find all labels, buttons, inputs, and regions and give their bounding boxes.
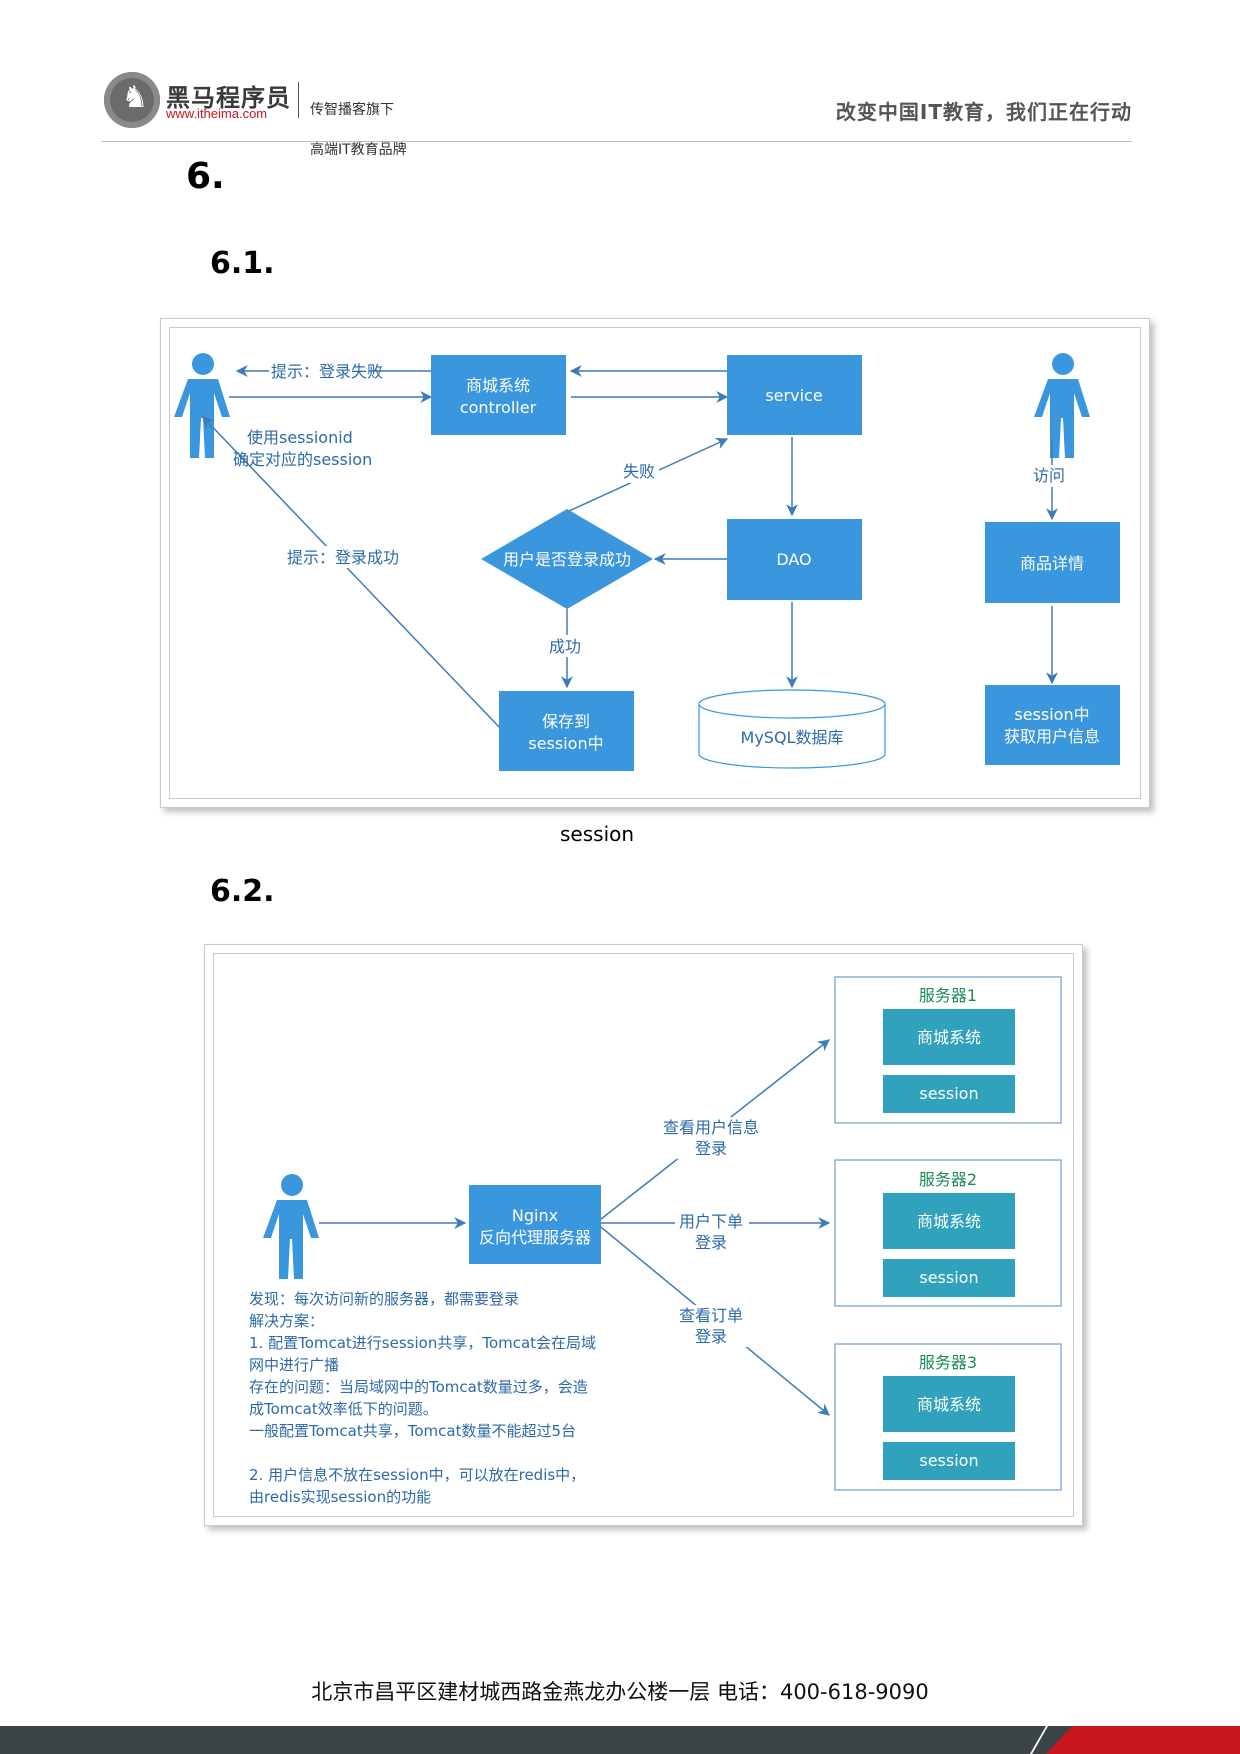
section-heading-6-1: 6.1. xyxy=(210,246,275,281)
edge-label-2-line2: 登录 xyxy=(695,1233,727,1252)
section-heading-6: 6. xyxy=(186,156,225,197)
save-label-1: 保存到 xyxy=(542,712,590,731)
brand-divider xyxy=(298,82,299,118)
dao-label: DAO xyxy=(776,550,811,569)
session-login-diagram: 提示：登录失败 使用sessionid 确定对应的session 提示：登录成功… xyxy=(160,318,1150,808)
header-motto: 改变中国IT教育，我们正在行动 xyxy=(835,100,1132,124)
db-label: MySQL数据库 xyxy=(741,728,844,747)
label-tip-fail: 提示：登录失败 xyxy=(271,362,383,381)
label-use-sessionid-2: 确定对应的session xyxy=(233,450,372,469)
server-3-app: 商城系统 xyxy=(917,1395,981,1414)
server-3-title: 服务器3 xyxy=(919,1353,977,1372)
brand-slogan: 传智播客旗下 高端IT教育品牌 xyxy=(310,80,407,180)
save-label-2: session中 xyxy=(528,734,603,753)
user-icon xyxy=(263,1174,319,1279)
server-1: 服务器1 商城系统 session xyxy=(834,976,1062,1124)
solution-notes: 发现：每次访问新的服务器，都需要登录 解决方案： 1. 配置Tomcat进行se… xyxy=(249,1290,596,1506)
edge-label-2-line1: 用户下单 xyxy=(679,1212,743,1231)
session-nginx-diagram: 查看用户信息 登录 用户下单 登录 查看订单 登录 Nginx 反向代理服务器 … xyxy=(204,944,1083,1526)
label-visit: 访问 xyxy=(1033,466,1065,485)
session-get-box: session中 获取用户信息 xyxy=(985,685,1120,765)
brand-slogan-line1: 传智播客旗下 xyxy=(310,102,394,118)
controller-box: 商城系统 controller xyxy=(431,355,566,435)
login-decision: 用户是否登录成功 xyxy=(481,509,653,609)
note-line: 网中进行广播 xyxy=(249,1356,339,1374)
save-session-box: 保存到 session中 xyxy=(499,691,634,771)
decision-label: 用户是否登录成功 xyxy=(503,550,631,569)
label-tip-success: 提示：登录成功 xyxy=(287,548,399,567)
figure-frame-2 xyxy=(213,953,1074,1517)
figure-caption: session xyxy=(560,822,635,846)
note-line: 2. 用户信息不放在session中，可以放在redis中， xyxy=(249,1466,585,1484)
horse-logo-icon: ♞ xyxy=(121,80,149,115)
note-line: 存在的问题：当局域网中的Tomcat数量过多，会造 xyxy=(249,1378,588,1396)
server-2: 服务器2 商城系统 session xyxy=(834,1159,1062,1307)
session-get-label-1: session中 xyxy=(1014,705,1089,724)
edge-label-3-line2: 登录 xyxy=(695,1327,727,1346)
session-login-diagram-svg: 提示：登录失败 使用sessionid 确定对应的session 提示：登录成功… xyxy=(174,353,1120,771)
logo-emblem xyxy=(104,72,160,128)
controller-label-1: 商城系统 xyxy=(466,376,530,395)
controller-label-2: controller xyxy=(460,398,537,417)
edge-label-1-line1: 查看用户信息 xyxy=(663,1118,759,1137)
footer-address: 北京市昌平区建材城西路金燕龙办公楼一层 电话：400-618-9090 xyxy=(311,1680,929,1704)
label-fail: 失败 xyxy=(623,462,655,481)
brand-slogan-line2: 高端IT教育品牌 xyxy=(310,142,407,158)
label-success: 成功 xyxy=(549,637,581,656)
brand-name: 黑马程序员 xyxy=(166,84,291,112)
note-line: 1. 配置Tomcat进行session共享，Tomcat会在局域 xyxy=(249,1334,596,1352)
nginx-label-2: 反向代理服务器 xyxy=(479,1228,591,1247)
server-1-app: 商城系统 xyxy=(917,1028,981,1047)
server-2-app: 商城系统 xyxy=(917,1212,981,1231)
session-nginx-diagram-svg: 查看用户信息 登录 用户下单 登录 查看订单 登录 Nginx 反向代理服务器 … xyxy=(249,976,1062,1506)
section-heading-6-2: 6.2. xyxy=(210,874,275,909)
edge-label-3-line1: 查看订单 xyxy=(679,1306,743,1325)
label-use-sessionid-1: 使用sessionid xyxy=(247,428,353,447)
product-detail-label: 商品详情 xyxy=(1020,554,1084,573)
note-line: 解决方案： xyxy=(249,1312,324,1330)
server-2-title: 服务器2 xyxy=(919,1170,977,1189)
user-icon-right xyxy=(1034,353,1090,458)
brand-url: www.itheima.com xyxy=(166,106,268,121)
session-get-label-2: 获取用户信息 xyxy=(1004,727,1100,746)
product-detail-box: 商品详情 xyxy=(985,522,1120,603)
server-3: 服务器3 商城系统 session xyxy=(834,1343,1062,1491)
server-1-title: 服务器1 xyxy=(919,986,977,1005)
note-line: 由redis实现session的功能 xyxy=(249,1488,431,1506)
note-line: 一般配置Tomcat共享，Tomcat数量不能超过5台 xyxy=(249,1422,576,1440)
arrow-login-success xyxy=(202,416,502,730)
nginx-label-1: Nginx xyxy=(512,1206,558,1225)
footer-accent xyxy=(1046,1726,1240,1754)
server-2-session: session xyxy=(919,1268,978,1287)
mysql-database: MySQL数据库 xyxy=(698,689,886,769)
user-icon xyxy=(174,353,230,458)
service-box: service xyxy=(727,355,862,435)
server-1-session: session xyxy=(919,1084,978,1103)
nginx-box: Nginx 反向代理服务器 xyxy=(469,1185,601,1264)
service-label: service xyxy=(765,386,822,405)
figure-frame xyxy=(169,327,1141,799)
note-line: 发现：每次访问新的服务器，都需要登录 xyxy=(249,1290,519,1308)
server-3-session: session xyxy=(919,1451,978,1470)
edge-label-1-line2: 登录 xyxy=(695,1139,727,1158)
header-divider xyxy=(101,141,1132,142)
note-line: 成Tomcat效率低下的问题。 xyxy=(249,1400,438,1418)
dao-box: DAO xyxy=(727,519,862,600)
